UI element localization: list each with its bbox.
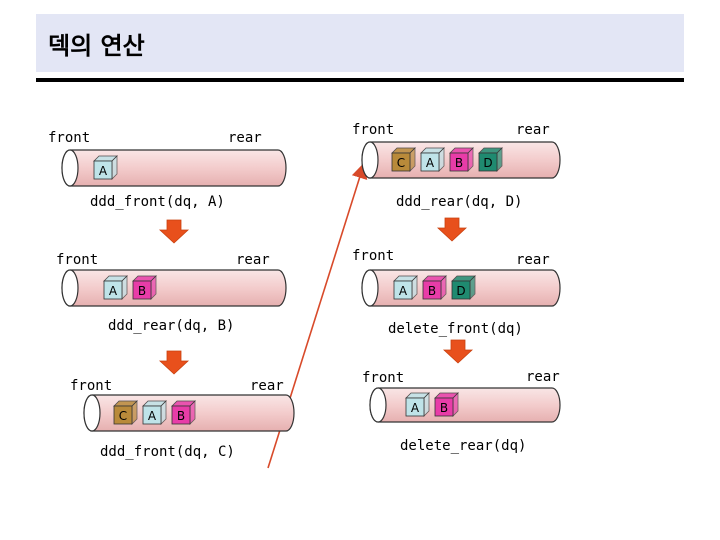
deque-element-label: A bbox=[399, 284, 408, 298]
down-arrow-icon bbox=[160, 351, 188, 374]
rear-label: rear bbox=[516, 252, 550, 268]
deque-tube-opening bbox=[362, 270, 378, 306]
deque-element-label: A bbox=[411, 401, 420, 415]
deque-element-b: B bbox=[133, 276, 156, 299]
deque-tube-opening bbox=[62, 270, 78, 306]
deque-element-b: B bbox=[172, 401, 195, 424]
deque-element-label: D bbox=[483, 156, 492, 170]
front-label: front bbox=[48, 130, 90, 146]
front-label: front bbox=[362, 370, 404, 386]
deque-element-b: B bbox=[450, 148, 473, 171]
deque-element-label: C bbox=[397, 156, 405, 170]
deque-element-label: A bbox=[148, 409, 157, 423]
deque-element-b: B bbox=[423, 276, 446, 299]
front-label: front bbox=[70, 378, 112, 394]
deque-element-a: A bbox=[104, 276, 127, 299]
deque-element-b: B bbox=[435, 393, 458, 416]
deque-element-d: D bbox=[479, 148, 502, 171]
deque-element-a: A bbox=[421, 148, 444, 171]
rear-label: rear bbox=[526, 369, 560, 385]
deque-element-a: A bbox=[94, 156, 117, 179]
front-label: front bbox=[352, 248, 394, 264]
deque-element-label: B bbox=[428, 284, 436, 298]
rear-label: rear bbox=[228, 130, 262, 146]
deque-element-a: A bbox=[394, 276, 417, 299]
deque-tube-opening bbox=[362, 142, 378, 178]
deque-element-d: D bbox=[452, 276, 475, 299]
deque-tube-body bbox=[370, 388, 560, 422]
deque-tube-body bbox=[62, 270, 286, 306]
deque-element-label: C bbox=[119, 409, 127, 423]
deque-tube-opening bbox=[84, 395, 100, 431]
operation-label: delete_rear(dq) bbox=[400, 438, 526, 454]
operation-label: ddd_front(dq, C) bbox=[100, 444, 235, 460]
deque-element-label: A bbox=[99, 164, 108, 178]
down-arrow-icon bbox=[160, 220, 188, 243]
rear-label: rear bbox=[516, 122, 550, 138]
deque-element-c: C bbox=[114, 401, 137, 424]
operation-label: ddd_rear(dq, B) bbox=[108, 318, 234, 334]
down-arrow-icon bbox=[438, 218, 466, 241]
operation-label: ddd_rear(dq, D) bbox=[396, 194, 522, 210]
deque-element-a: A bbox=[143, 401, 166, 424]
deque-element-label: A bbox=[426, 156, 435, 170]
deque-element-a: A bbox=[406, 393, 429, 416]
down-arrow-icon bbox=[444, 340, 472, 363]
rear-label: rear bbox=[250, 378, 284, 394]
deque-tube-opening bbox=[62, 150, 78, 186]
deque-element-label: B bbox=[455, 156, 463, 170]
deque-tube-opening bbox=[370, 388, 386, 422]
deque-element-label: D bbox=[456, 284, 465, 298]
operation-label: ddd_front(dq, A) bbox=[90, 194, 225, 210]
rear-label: rear bbox=[236, 252, 270, 268]
front-label: front bbox=[56, 252, 98, 268]
operation-label: delete_front(dq) bbox=[388, 321, 523, 337]
deque-element-label: B bbox=[138, 284, 146, 298]
deque-element-c: C bbox=[392, 148, 415, 171]
deque-element-label: A bbox=[109, 284, 118, 298]
deque-element-label: B bbox=[440, 401, 448, 415]
front-label: front bbox=[352, 122, 394, 138]
deque-element-label: B bbox=[177, 409, 185, 423]
